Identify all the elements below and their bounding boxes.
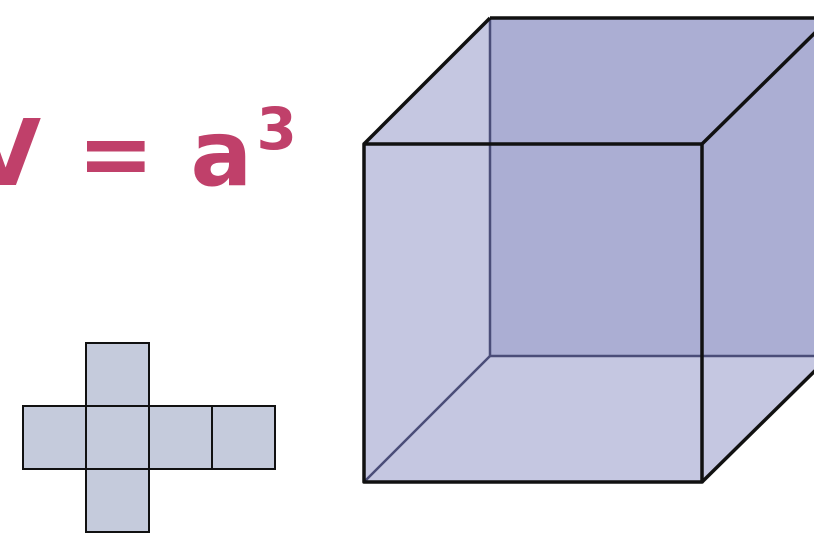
net-face-left — [22, 405, 87, 470]
cube-face-right — [702, 33, 814, 482]
cube-visible-edges — [362, 16, 814, 484]
net-face-right — [148, 405, 213, 470]
volume-formula: V = a3 — [0, 100, 299, 200]
cube-face-top — [364, 18, 814, 144]
formula-equals: = — [77, 100, 157, 207]
edge-top-right — [700, 31, 814, 146]
net-face-bottom — [85, 468, 150, 533]
edge-bottom-right — [700, 369, 814, 484]
net-face-front — [85, 405, 150, 470]
edge-top-left — [362, 16, 492, 146]
cube-net — [22, 342, 276, 533]
hidden-edge-diagonal — [363, 355, 491, 483]
formula-exponent: 3 — [256, 95, 299, 163]
cube-hidden-edges — [363, 18, 814, 483]
net-face-top — [85, 342, 150, 407]
cube — [362, 16, 814, 484]
formula-variable: V — [0, 100, 44, 207]
formula-base: a — [190, 100, 255, 207]
net-face-back — [211, 405, 276, 470]
